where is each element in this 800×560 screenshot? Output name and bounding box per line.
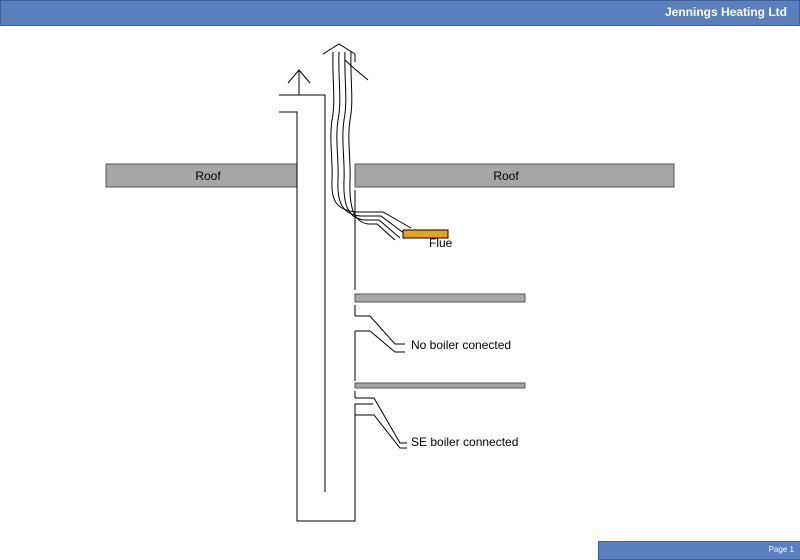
floor-upper xyxy=(354,293,526,303)
header-bar: Jennings Heating Ltd xyxy=(0,0,800,26)
no-boiler-label: No boiler conected xyxy=(411,338,511,352)
footer-page-number: Page 1 xyxy=(768,545,794,554)
se-boiler-label: SE boiler connected xyxy=(411,435,518,449)
roof-right xyxy=(354,163,675,188)
footer-bar: Page 1 xyxy=(598,541,800,560)
flue-label: Flue xyxy=(429,236,453,250)
roof-right-label: Roof xyxy=(493,169,519,183)
flue-terminal xyxy=(402,229,449,239)
roof-left-label: Roof xyxy=(195,169,221,183)
flue-liner xyxy=(330,51,412,241)
floor-lower xyxy=(354,382,526,389)
header-title: Jennings Heating Ltd xyxy=(664,5,787,19)
cowl-terminal xyxy=(287,43,369,95)
chimney-stack xyxy=(279,94,407,522)
